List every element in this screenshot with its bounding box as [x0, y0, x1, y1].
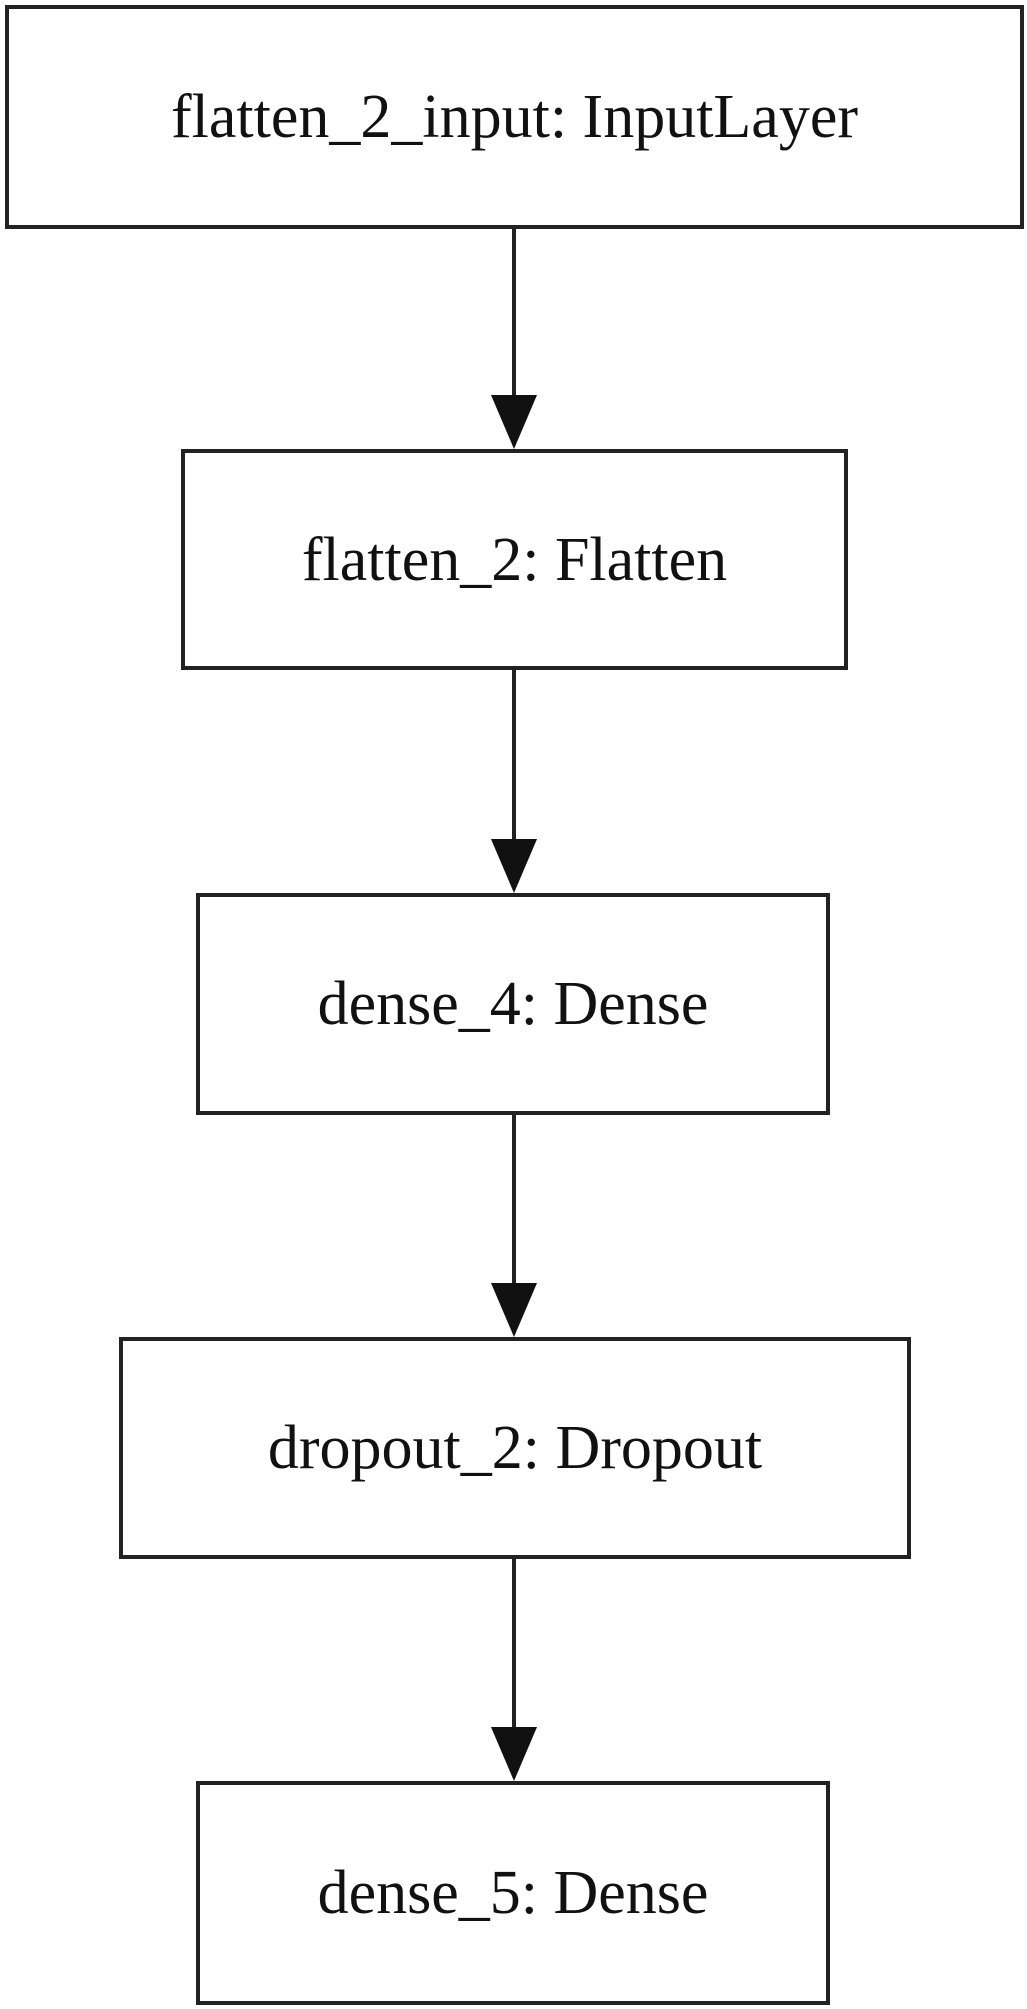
node-flatten-2: flatten_2: Flatten: [181, 449, 848, 670]
node-label: dense_4: Dense: [317, 970, 709, 1038]
node-label: dropout_2: Dropout: [267, 1414, 763, 1482]
node-dropout-2: dropout_2: Dropout: [119, 1337, 911, 1559]
edge-dropout-2-to-dense-5: [491, 1559, 537, 1781]
node-label: flatten_2_input: InputLayer: [171, 83, 858, 151]
edge-dense-4-to-dropout-2: [491, 1115, 537, 1337]
edge-flatten-2-input-to-flatten-2: [491, 229, 537, 449]
node-label: dense_5: Dense: [317, 1859, 709, 1927]
node-dense-5: dense_5: Dense: [196, 1781, 830, 2005]
node-flatten-2-input: flatten_2_input: InputLayer: [5, 5, 1024, 229]
node-label: flatten_2: Flatten: [301, 525, 728, 594]
edge-flatten-2-to-dense-4: [491, 670, 537, 893]
node-dense-4: dense_4: Dense: [196, 893, 830, 1115]
